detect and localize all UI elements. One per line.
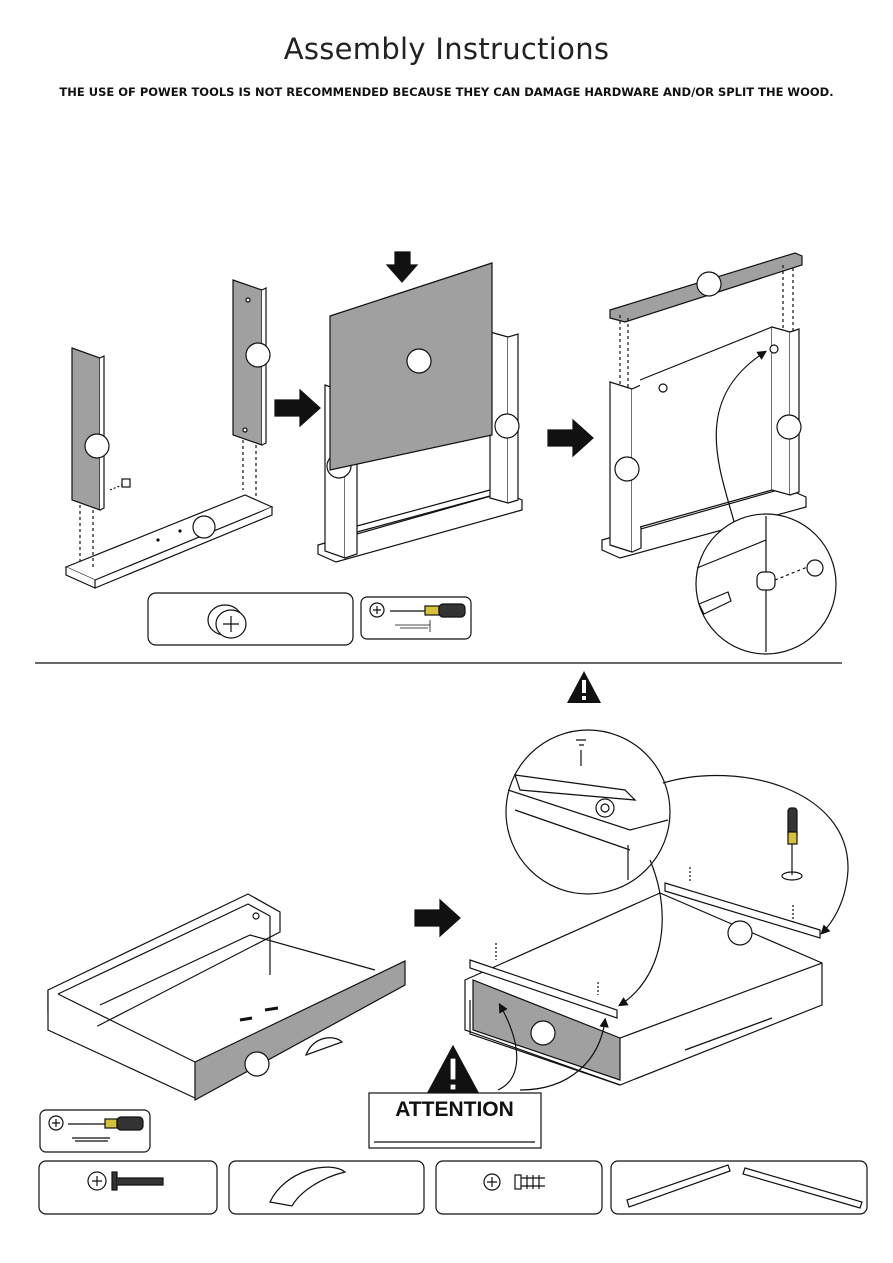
- phillips-screwdriver-icon: [369, 602, 466, 632]
- drawer-with-rails: [464, 867, 823, 1086]
- step2-diagram: [38, 729, 868, 1215]
- side-panel-right: [232, 279, 271, 497]
- arrow-right-icon: [274, 388, 321, 428]
- step1-diagram: [64, 251, 837, 655]
- handle-hardware-box: [228, 1160, 425, 1215]
- base-board-left: [64, 494, 274, 589]
- screwdriver-tool-box: [360, 596, 472, 640]
- slide-screw-icon: [483, 1173, 545, 1191]
- right-assembly: [601, 252, 807, 559]
- screw-hardware-box: [38, 1160, 218, 1215]
- slide-screw-hardware-box: [435, 1160, 603, 1215]
- screwdriver-tool-box: [39, 1109, 151, 1153]
- drawer-rail-pair-icon: [626, 1164, 863, 1209]
- page-title: Assembly Instructions: [283, 32, 610, 66]
- arrow-right-icon: [547, 418, 594, 458]
- warning-triangle-icon: [567, 671, 601, 703]
- arrow-down-icon: [385, 251, 419, 283]
- middle-assembly: [317, 251, 523, 563]
- screw-icon: [87, 1171, 164, 1191]
- attention-box: [368, 1092, 542, 1149]
- power-tools-warning: THE USE OF POWER TOOLS IS NOT RECOMMENDE…: [59, 85, 834, 99]
- side-panel-left: [71, 347, 131, 570]
- rail-zoom-circle: [505, 729, 671, 895]
- drawer-handle-icon: [269, 1166, 347, 1207]
- cam-lock-zoom-circle: [695, 513, 837, 655]
- cam-lock-hardware-box: [147, 592, 354, 646]
- attention-triangle-icon: [424, 1044, 482, 1097]
- arrow-right-icon: [414, 898, 461, 938]
- attention-label: ATTENTION: [395, 1098, 514, 1121]
- drawer-unassembled: [47, 893, 406, 1102]
- cam-lock-icon: [207, 604, 247, 639]
- screwdriver-icon: [781, 807, 803, 881]
- rails-hardware-box: [610, 1160, 868, 1215]
